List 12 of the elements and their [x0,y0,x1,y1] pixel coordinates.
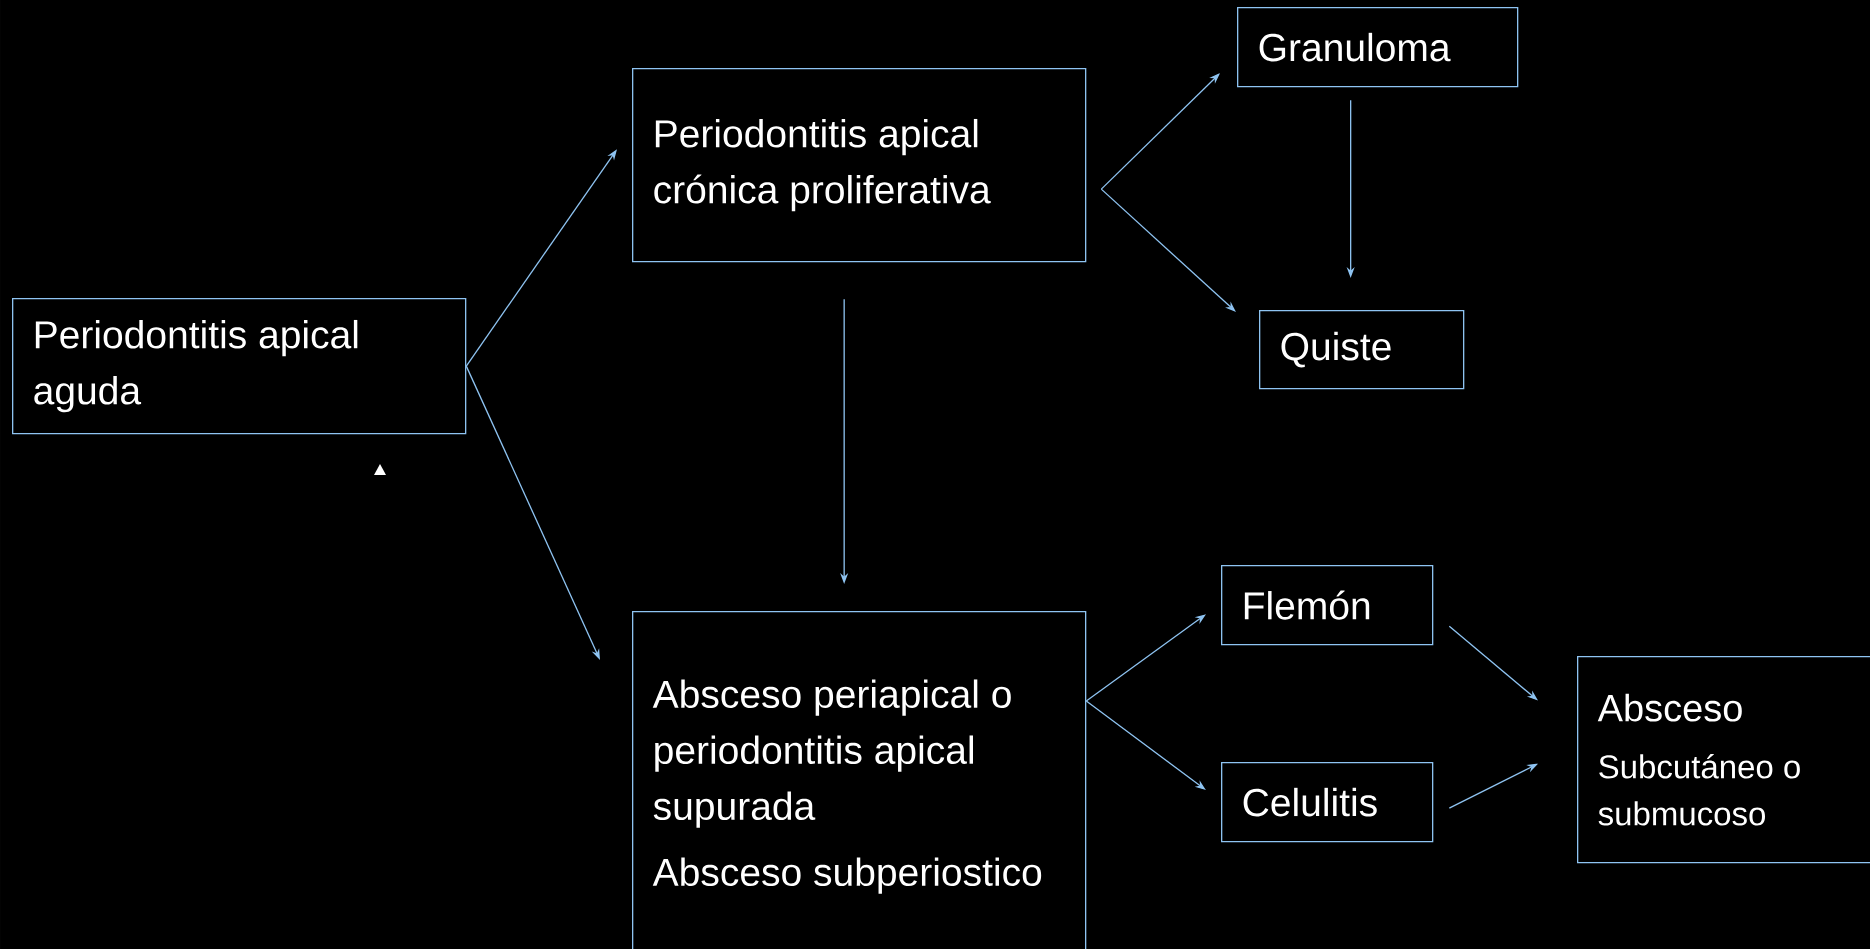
arrow [1085,614,1206,702]
text-box: Periodontitis apical crónica proliferativa [632,67,1087,263]
text-box: Celulitis [1221,762,1434,843]
arrow [1100,188,1236,312]
arrow [1448,625,1538,701]
text-box: Periodontitis apical aguda [12,298,467,435]
text-box: Quiste [1259,310,1465,390]
text-box: Absceso periapical o periodontitis apical supurada Absceso subperiostico [632,611,1087,949]
text-box: Flemón [1221,565,1434,646]
arrow [1100,73,1220,190]
text-box: Absceso Subcutáneo o submucoso [1577,656,1870,864]
text-box: Granuloma [1237,6,1519,88]
